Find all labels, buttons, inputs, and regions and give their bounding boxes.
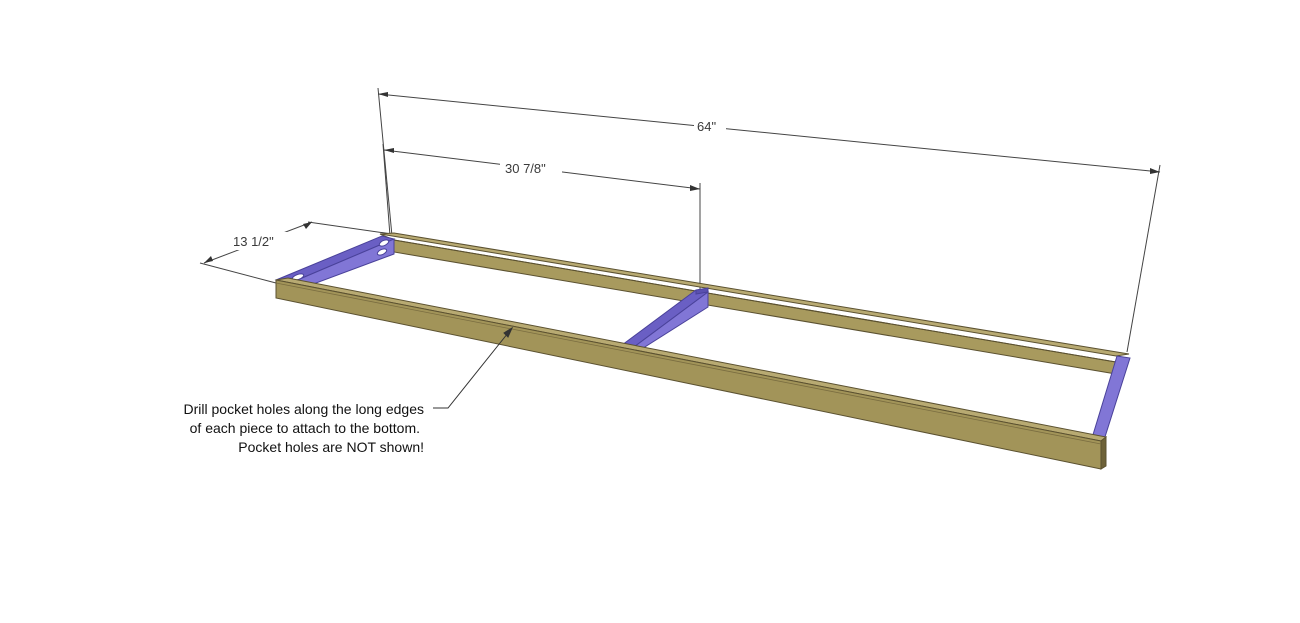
front-rail-end (1100, 435, 1107, 470)
back-rail-top (379, 232, 1130, 357)
back-rail-face (393, 239, 1117, 375)
arrowhead (204, 256, 213, 263)
arrowhead (384, 148, 394, 153)
dimension-arrows (204, 92, 1160, 263)
dimension-label-divider: 30 7/8" (505, 161, 546, 176)
note-line-2: of each piece to attach to the bottom. (190, 420, 420, 436)
pocket-hole (378, 239, 390, 247)
middle-divider-face (633, 291, 709, 351)
dimension-line-64 (377, 93, 1161, 173)
extension-line-bottom-13 (199, 262, 277, 284)
arrowhead (690, 185, 700, 191)
middle-divider-top (620, 289, 710, 348)
arrowhead (378, 92, 388, 97)
dimension-label-depth: 13 1/2" (233, 234, 274, 249)
left-end-piece (274, 235, 396, 290)
dimension-label-overall: 64" (697, 119, 716, 134)
arrowhead (1150, 168, 1160, 174)
leader-line (433, 327, 513, 409)
note-line-1: Drill pocket holes along the long edges (184, 401, 425, 417)
middle-divider-end (695, 287, 709, 295)
leader-arrowhead (503, 326, 514, 338)
extension-line-left-30 (382, 143, 391, 237)
front-rail (275, 277, 1108, 470)
middle-divider (620, 287, 710, 351)
extension-line-left-64 (377, 87, 393, 237)
note-leader (433, 326, 514, 409)
note-line-3: Pocket holes are NOT shown! (238, 439, 424, 455)
pocket-hole (376, 248, 388, 256)
extension-line-top-13 (307, 221, 393, 235)
extension-line-right-64 (1126, 164, 1161, 353)
arrowhead (303, 222, 312, 229)
